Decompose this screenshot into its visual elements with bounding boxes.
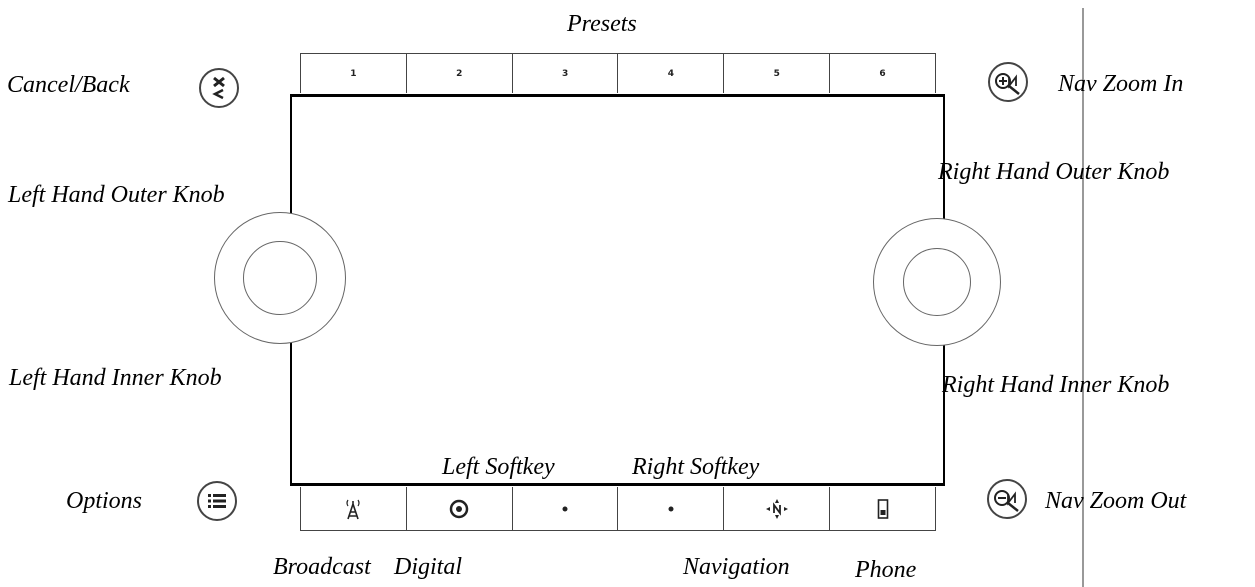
phone-button[interactable]	[830, 487, 935, 530]
zoom-out-icon	[994, 490, 1019, 512]
navigation-label: Navigation	[683, 554, 790, 580]
nav-zoom-in-label: Nav Zoom In	[1058, 71, 1184, 97]
phone-icon	[877, 498, 888, 519]
zoom-in-icon	[995, 73, 1020, 95]
antenna-icon	[346, 499, 361, 519]
left-outer-knob-label: Left Hand Outer Knob	[8, 182, 225, 208]
nav-zoom-out-label: Nav Zoom Out	[1045, 488, 1187, 514]
preset-button-3[interactable]: 3	[513, 54, 619, 93]
digital-label: Digital	[394, 554, 463, 580]
menu-list-icon	[208, 494, 226, 508]
left-softkey-label: Left Softkey	[442, 454, 555, 480]
options-button[interactable]	[197, 481, 237, 521]
left-inner-knob-label: Left Hand Inner Knob	[9, 365, 222, 391]
preset-button-6[interactable]: 6	[879, 68, 886, 79]
right-outer-knob-label: Right Hand Outer Knob	[938, 159, 1170, 185]
source-bar	[300, 487, 936, 531]
cancel-back-icon	[212, 76, 225, 100]
disc-icon	[449, 499, 469, 518]
compass-icon	[765, 498, 788, 519]
dot-icon	[562, 506, 568, 511]
nav-zoom-out-button[interactable]	[987, 479, 1027, 519]
preset-button-4[interactable]: 4	[618, 54, 725, 93]
cancel-back-button[interactable]	[199, 68, 239, 108]
phone-label: Phone	[855, 557, 917, 583]
right-hand-inner-knob[interactable]	[903, 248, 971, 316]
presets-label: Presets	[567, 11, 637, 37]
left-hand-inner-knob[interactable]	[243, 241, 317, 315]
nav-zoom-in-button[interactable]	[988, 62, 1028, 102]
dot-icon	[668, 506, 674, 511]
cancel-back-label: Cancel/Back	[7, 72, 130, 98]
divider-line	[1082, 8, 1084, 587]
preset-bar: 1 2 3 4 5 6	[300, 53, 936, 93]
options-label: Options	[66, 488, 143, 514]
right-inner-knob-label: Right Hand Inner Knob	[942, 372, 1170, 398]
digital-button[interactable]	[407, 487, 513, 530]
right-softkey-button[interactable]	[618, 487, 725, 530]
preset-button-5[interactable]: 5	[724, 54, 831, 93]
broadcast-button[interactable]	[301, 487, 407, 530]
preset-button-1[interactable]: 1	[301, 54, 407, 93]
preset-button-2[interactable]: 2	[407, 54, 513, 93]
display-screen	[290, 94, 945, 486]
right-softkey-label: Right Softkey	[632, 454, 760, 480]
broadcast-label: Broadcast	[273, 554, 371, 580]
left-softkey-button[interactable]	[513, 487, 619, 530]
navigation-button[interactable]	[724, 487, 831, 530]
